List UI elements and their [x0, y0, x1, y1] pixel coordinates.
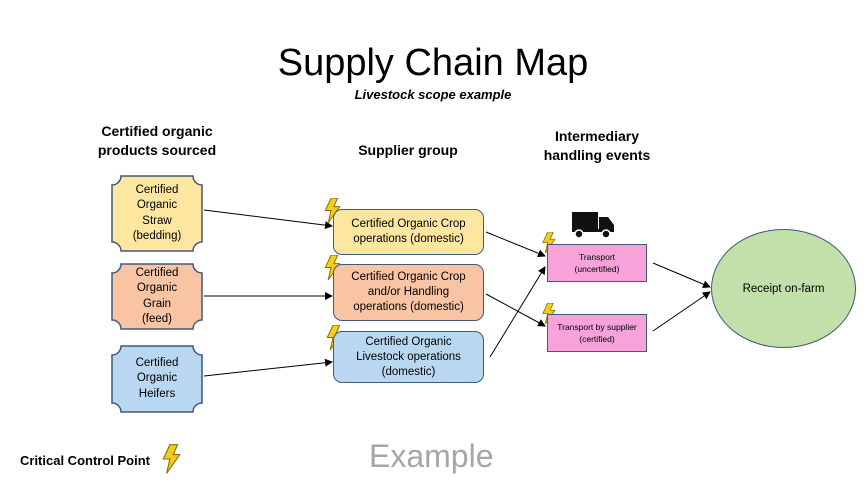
supplier-crop-handling-label: Certified Organic Crop and/or Handling o… — [351, 271, 466, 313]
handling-transport-by-supplier: Transport by supplier (certified) — [547, 314, 647, 352]
diagram-title: Supply Chain Map — [277, 42, 589, 84]
arrow-transport-to-receipt — [652, 262, 711, 288]
product-grain-label: Certified Organic Grain (feed) — [135, 266, 179, 326]
product-heifers-label: Certified Organic Heifers — [135, 356, 179, 400]
receipt-on-farm-label: Receipt on-farm — [742, 282, 825, 295]
product-heifers: Certified Organic Heifers — [112, 346, 202, 412]
truck-icon — [572, 212, 614, 239]
product-grain: Certified Organic Grain (feed) — [112, 264, 202, 329]
supplier-crop-handling-operations: Certified Organic Crop and/or Handling o… — [333, 264, 484, 321]
product-shape-heifers — [111, 345, 203, 413]
arrow-supplier-transport-to-receipt — [652, 291, 711, 332]
handling-transport-by-supplier-label: Transport by supplier (certified) — [557, 322, 637, 344]
diagram-subtitle: Livestock scope example — [354, 87, 512, 102]
supplier-crop-operations: Certified Organic Crop operations (domes… — [333, 209, 484, 255]
arrow-straw-to-crop — [203, 209, 333, 230]
product-shape-straw — [111, 175, 203, 252]
supplier-livestock-label: Certified Organic Livestock operations (… — [356, 335, 461, 378]
legend-critical-control-point: Critical Control Point — [20, 453, 150, 468]
watermark-example: Example — [369, 438, 494, 474]
arrow-livestock-to-transport — [489, 266, 546, 358]
supplier-livestock-operations: Certified Organic Livestock operations (… — [333, 331, 484, 383]
handling-transport-uncertified-label: Transport (uncertified) — [574, 252, 620, 274]
column-header-handling: Intermediary handling events — [543, 128, 651, 163]
product-straw-label: Certified Organic Straw (bedding) — [132, 183, 182, 243]
product-shape-grain — [111, 263, 203, 330]
supplier-crop-operations-label: Certified Organic Crop operations (domes… — [351, 218, 466, 245]
column-header-suppliers: Supplier group — [358, 142, 458, 158]
arrow-handling-to-supplier-transport — [485, 293, 546, 327]
column-header-products: Certified organic products sourced — [97, 123, 217, 158]
product-straw: Certified Organic Straw (bedding) — [112, 176, 202, 251]
handling-transport-uncertified: Transport (uncertified) — [547, 244, 647, 282]
legend-lightning-bolt-icon — [162, 444, 181, 474]
arrow-heifers-to-livestock — [203, 358, 333, 377]
receipt-on-farm: Receipt on-farm — [711, 229, 856, 348]
arrow-crop-to-transport — [485, 231, 546, 258]
